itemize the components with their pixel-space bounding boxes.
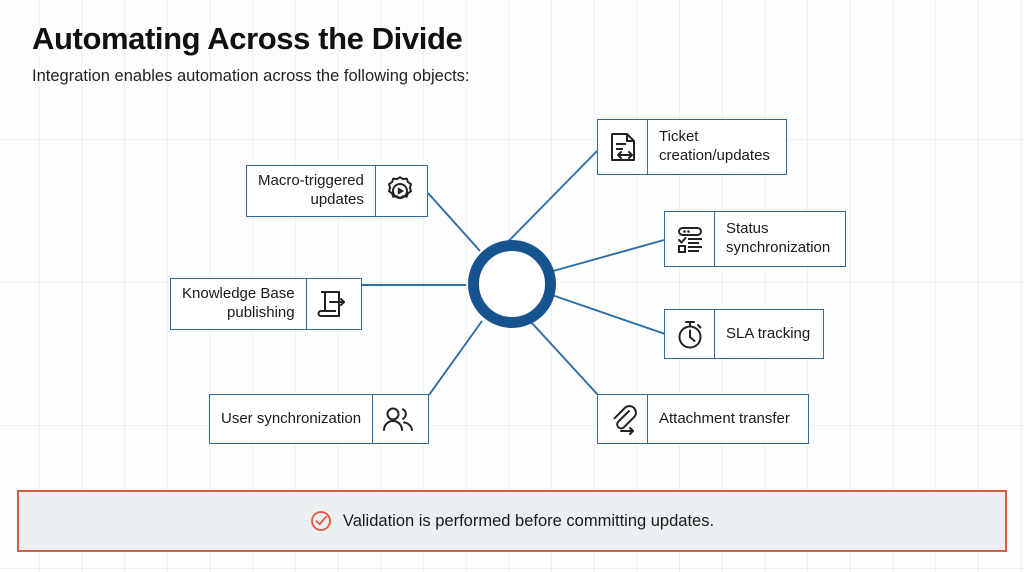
node-label: SLA tracking xyxy=(726,324,811,342)
node-label: Attachment transfer xyxy=(659,409,790,427)
hub-and-spoke-diagram: Ticket creation/updates Status synchroni… xyxy=(0,95,1024,475)
connector-to-user-synchronization xyxy=(428,320,483,396)
connector-to-macro-triggered-updates xyxy=(427,192,481,252)
connector-to-status-synchronization xyxy=(545,239,665,274)
node-label: Macro-triggered updates xyxy=(258,172,364,208)
connector-to-sla-tracking xyxy=(548,293,666,335)
checklist-icon xyxy=(665,212,715,266)
node-attachment-transfer[interactable]: Attachment transfer xyxy=(597,394,809,444)
users-icon xyxy=(372,395,422,443)
node-knowledge-base-publishing[interactable]: Knowledge Base publishing xyxy=(170,278,362,330)
gear-play-icon xyxy=(374,166,425,216)
node-status-synchronization[interactable]: Status synchronization xyxy=(664,211,846,267)
page-subtitle: Integration enables automation across th… xyxy=(32,67,470,86)
document-exchange-icon xyxy=(598,120,648,174)
node-macro-triggered-updates[interactable]: Macro-triggered updates xyxy=(246,165,428,217)
callout-text: Validation is performed before committin… xyxy=(342,511,715,530)
page-title: Automating Across the Divide xyxy=(32,21,463,56)
paperclip-arrow-icon xyxy=(598,395,648,443)
stopwatch-icon xyxy=(665,310,715,358)
check-circle-icon xyxy=(310,510,332,532)
book-export-icon xyxy=(305,279,356,329)
node-label: Ticket creation/updates xyxy=(659,128,770,164)
connector-to-attachment-transfer xyxy=(530,321,599,396)
node-label: Knowledge Base publishing xyxy=(182,285,295,321)
node-ticket-creation-updates[interactable]: Ticket creation/updates xyxy=(597,119,787,175)
node-label: User synchronization xyxy=(221,409,362,427)
slide-header: Automating Across the Divide Integration… xyxy=(32,21,932,88)
node-label: Status synchronization xyxy=(726,220,831,256)
node-sla-tracking[interactable]: SLA tracking xyxy=(664,309,824,359)
node-user-synchronization[interactable]: User synchronization xyxy=(209,394,429,444)
validation-callout: Validation is performed before committin… xyxy=(17,490,1007,552)
integration-hub-circle xyxy=(468,240,556,328)
